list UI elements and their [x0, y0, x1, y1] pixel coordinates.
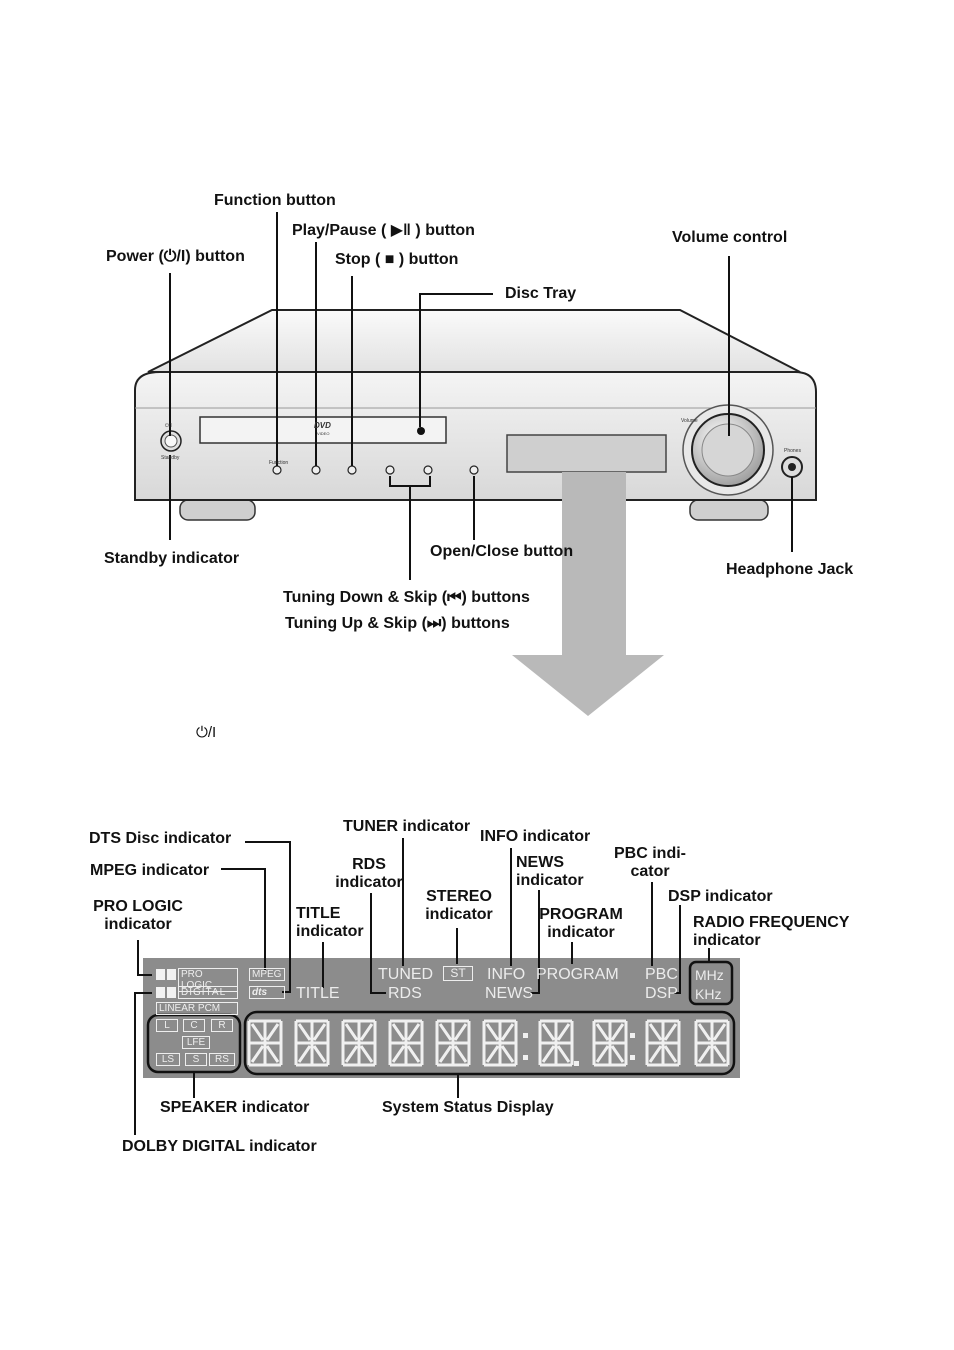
power-symbol-note: ⏻/I — [196, 724, 217, 741]
front-display-window — [506, 434, 667, 473]
function-button[interactable] — [272, 465, 282, 475]
label-info-indicator: INFO indicator — [480, 828, 591, 845]
linear-pcm-indicator: LINEAR PCM — [156, 1002, 238, 1015]
label-dolby-digital-indicator: DOLBY DIGITAL indicator — [122, 1138, 317, 1155]
disc-tray-dot — [417, 427, 425, 435]
colon-dot — [523, 1033, 528, 1038]
open-close-button[interactable] — [469, 465, 479, 475]
segment-digits — [247, 1019, 730, 1067]
panel-power-symbol: ⏻/I — [165, 423, 172, 429]
panel-dvd-sub: VIDEO — [317, 431, 330, 436]
speaker-rs: RS — [209, 1053, 235, 1066]
segment-digit — [247, 1019, 283, 1067]
pbc-indicator: PBC — [645, 966, 678, 983]
label-tuning-up: Tuning Up & Skip (⏭) buttons — [285, 615, 510, 632]
panel-phones-text: Phones — [784, 448, 801, 454]
label-stop-button: Stop ( ■ ) button — [335, 251, 459, 268]
speaker-lfe: LFE — [182, 1036, 210, 1049]
panel-function-text: Function — [269, 460, 289, 466]
label-system-status-display: System Status Display — [382, 1099, 554, 1116]
speaker-ls: LS — [156, 1053, 180, 1066]
segment-digit — [645, 1019, 681, 1067]
device-leader-lines — [169, 212, 793, 580]
tuning-up-button[interactable] — [423, 465, 433, 475]
mpeg-indicator: MPEG — [249, 968, 285, 981]
display-leader-lines — [134, 838, 710, 1135]
label-radio-frequency-indicator: RADIO FREQUENCY indicator — [693, 914, 850, 949]
label-power-button: Power (⏻/I) button — [106, 248, 245, 265]
dsp-indicator: DSP — [645, 985, 678, 1002]
khz-indicator: KHz — [695, 986, 722, 1002]
panel-dvd-logo: DVD — [314, 421, 331, 430]
panel-volume-text: Volume — [681, 418, 698, 424]
label-title-indicator: TITLE indicator — [296, 905, 364, 940]
stereo-indicator: ST — [443, 966, 473, 981]
segment-digit — [592, 1019, 628, 1067]
radio-freq-box — [688, 960, 734, 1006]
info-indicator: INFO — [487, 966, 526, 983]
segment-digit — [482, 1019, 518, 1067]
label-mpeg-indicator: MPEG indicator — [90, 862, 210, 879]
label-dts-indicator: DTS Disc indicator — [89, 830, 232, 847]
left-foot — [179, 499, 256, 521]
segment-digit — [694, 1019, 730, 1067]
speaker-l: L — [156, 1019, 178, 1032]
down-arrow — [512, 472, 664, 716]
label-prologic-indicator: PRO LOGIC indicator — [93, 898, 183, 933]
label-volume-control: Volume control — [672, 229, 788, 246]
disc-tray[interactable] — [199, 416, 447, 444]
segment-digit — [341, 1019, 377, 1067]
pro-logic-indicator: PRO LOGIC — [178, 968, 238, 992]
news-indicator: NEWS — [485, 985, 533, 1002]
segment-digit — [294, 1019, 330, 1067]
label-rds-indicator: RDS indicator — [335, 856, 403, 891]
label-standby-indicator: Standby indicator — [104, 550, 240, 567]
tuning-down-button[interactable] — [385, 465, 395, 475]
colon-dot — [630, 1033, 635, 1038]
colon-dot — [523, 1055, 528, 1060]
label-tuner-indicator: TUNER indicator — [343, 818, 471, 835]
label-disc-tray: Disc Tray — [505, 285, 577, 302]
label-tuning-down: Tuning Down & Skip (⏮) buttons — [283, 589, 530, 606]
label-open-close-button: Open/Close button — [430, 543, 574, 560]
label-headphone-jack: Headphone Jack — [726, 561, 854, 578]
segment-digit — [435, 1019, 471, 1067]
system-status-box — [243, 1010, 736, 1076]
tuned-indicator: TUNED — [378, 966, 434, 983]
mhz-indicator: MHz — [695, 967, 724, 983]
title-indicator: TITLE — [296, 985, 340, 1002]
label-pbc-indicator: PBC indi- cator — [614, 845, 686, 880]
stop-button[interactable] — [347, 465, 357, 475]
decimal-dot — [574, 1061, 579, 1066]
label-play-pause-button: Play/Pause ( ▶‖ ) button — [292, 222, 475, 239]
label-news-indicator: NEWS indicator — [516, 854, 584, 889]
play-pause-button[interactable] — [311, 465, 321, 475]
speaker-s: S — [185, 1053, 207, 1066]
label-function-button: Function button — [214, 192, 336, 209]
label-stereo-indicator: STEREO indicator — [425, 888, 493, 923]
rds-indicator: RDS — [388, 985, 422, 1002]
colon-dot — [630, 1055, 635, 1060]
speaker-c: C — [183, 1019, 205, 1032]
segment-digit — [538, 1019, 574, 1067]
panel-standby-text: Standby — [161, 455, 180, 461]
label-program-indicator: PROGRAM indicator — [539, 906, 623, 941]
speaker-r: R — [211, 1019, 233, 1032]
device-top — [147, 309, 801, 373]
label-speaker-indicator: SPEAKER indicator — [160, 1099, 310, 1116]
label-dsp-indicator: DSP indicator — [668, 888, 773, 905]
program-indicator: PROGRAM — [536, 966, 619, 983]
right-foot — [689, 499, 769, 521]
digital-indicator: DIGITAL — [178, 986, 238, 999]
segment-digit — [388, 1019, 424, 1067]
dts-indicator: dts — [249, 986, 285, 999]
